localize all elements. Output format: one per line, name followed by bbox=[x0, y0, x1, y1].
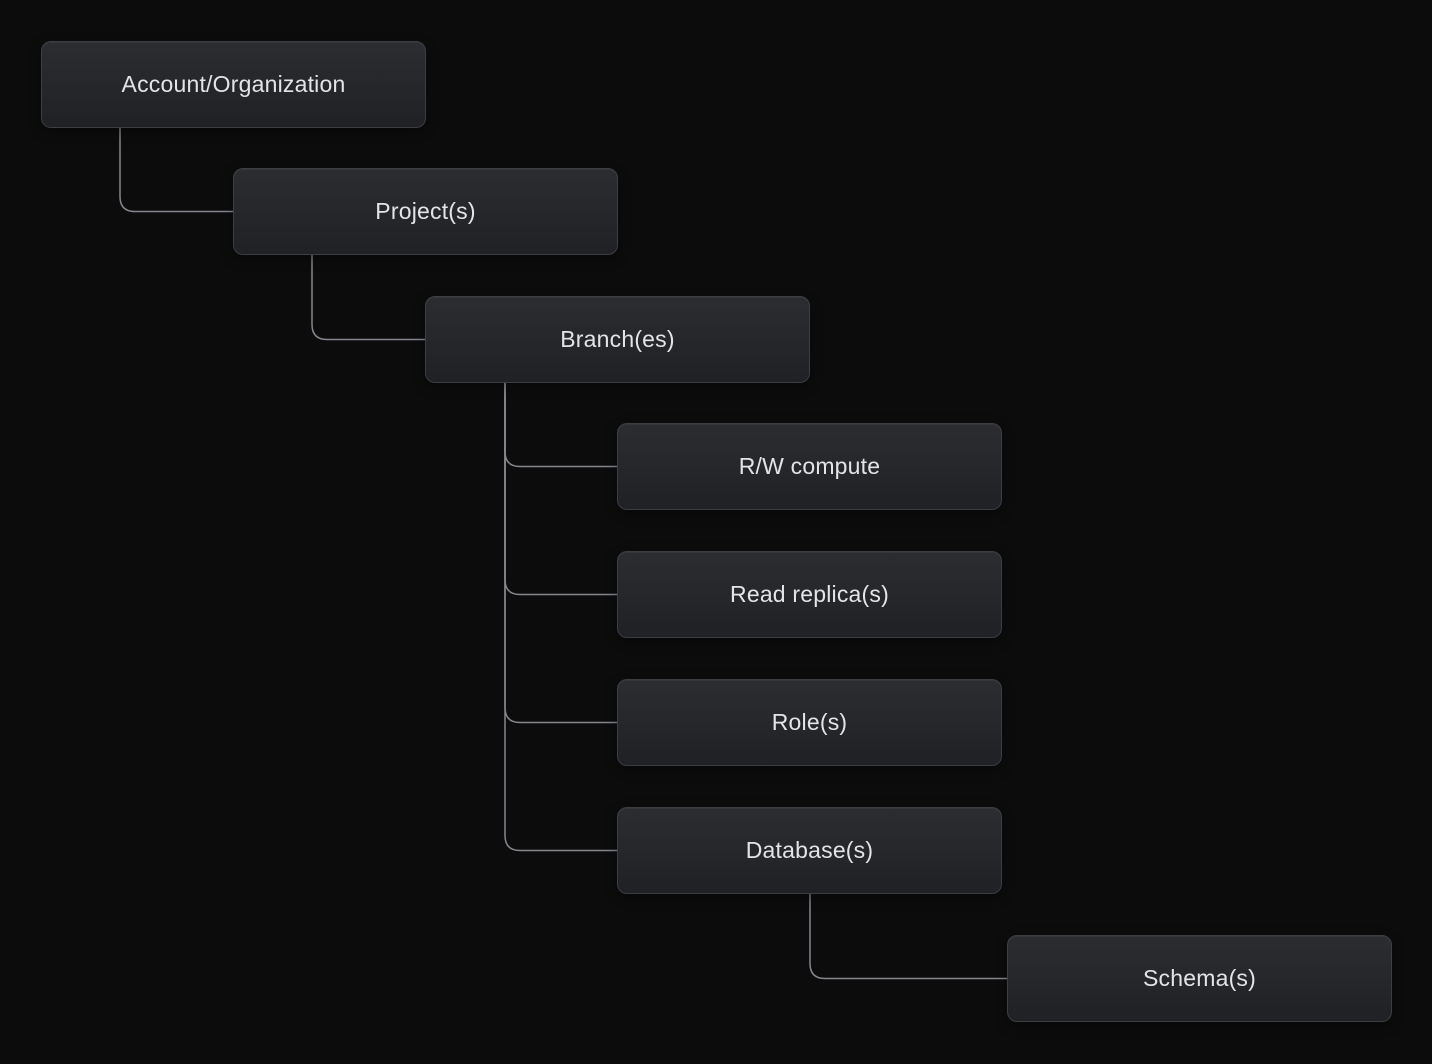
connector-projects-to-branches bbox=[311, 255, 425, 341]
connector-branches-to-databases bbox=[504, 383, 617, 852]
node-branches: Branch(es) bbox=[425, 296, 810, 383]
node-databases: Database(s) bbox=[617, 807, 1002, 894]
node-rw-compute: R/W compute bbox=[617, 423, 1002, 510]
node-label: Read replica(s) bbox=[730, 581, 889, 607]
node-projects: Project(s) bbox=[233, 168, 618, 255]
node-label: Role(s) bbox=[771, 709, 848, 735]
node-schemas: Schema(s) bbox=[1007, 935, 1392, 1022]
node-label: Schema(s) bbox=[1143, 965, 1256, 991]
node-label: Branch(es) bbox=[560, 326, 675, 352]
connector-databases-to-schemas bbox=[809, 894, 1007, 980]
node-label: Project(s) bbox=[375, 198, 476, 224]
connector-branches-to-rw-compute bbox=[504, 383, 617, 468]
connector-branches-to-roles bbox=[504, 383, 617, 724]
node-read-replicas: Read replica(s) bbox=[617, 551, 1002, 638]
connector-account-to-projects bbox=[119, 128, 233, 213]
node-roles: Role(s) bbox=[617, 679, 1002, 766]
node-label: Database(s) bbox=[745, 837, 874, 863]
node-label: R/W compute bbox=[738, 453, 881, 479]
connector-branches-to-read-replicas bbox=[504, 383, 617, 596]
node-label: Account/Organization bbox=[121, 71, 346, 97]
node-account-organization: Account/Organization bbox=[41, 41, 426, 128]
